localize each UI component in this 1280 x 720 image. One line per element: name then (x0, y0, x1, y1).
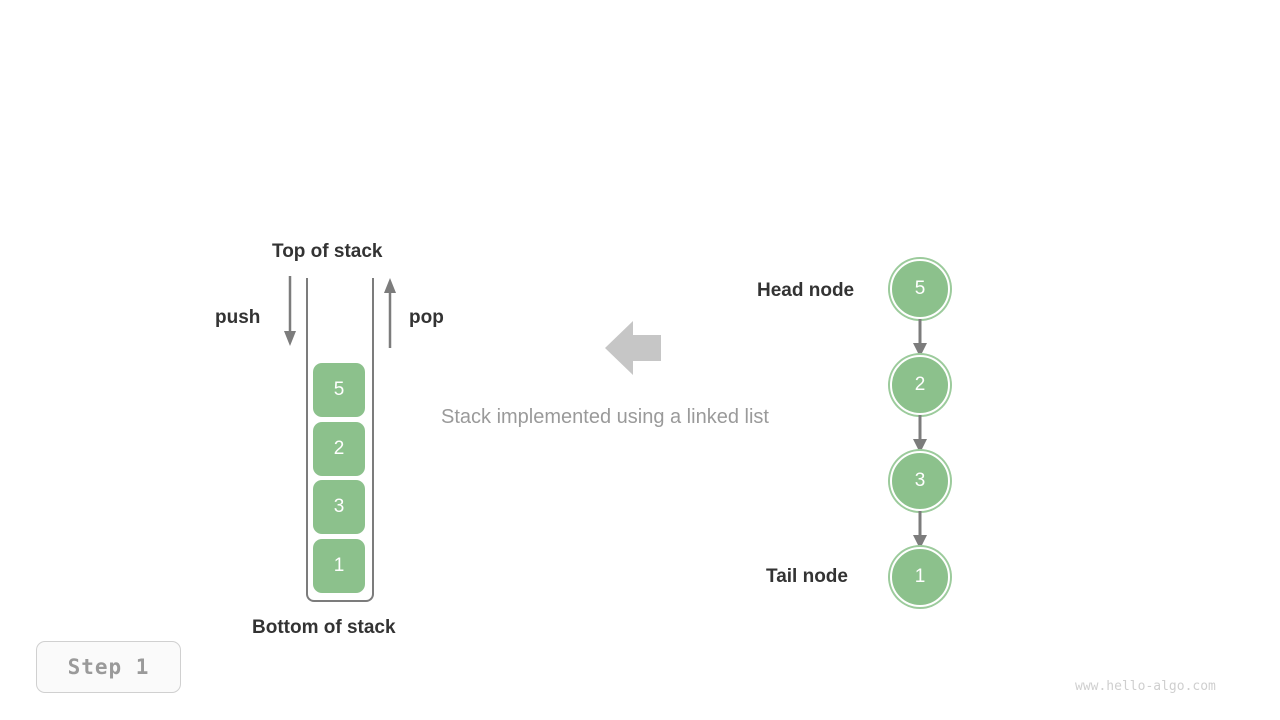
linked-list-node[interactable]: 1 (890, 547, 950, 607)
stack-cell[interactable]: 2 (313, 422, 365, 476)
linked-list-node[interactable]: 3 (890, 451, 950, 511)
link-arrow-down-icon (913, 415, 927, 453)
step-badge: Step 1 (36, 641, 181, 693)
top-of-stack-label: Top of stack (272, 241, 383, 262)
head-node-label: Head node (757, 280, 855, 301)
link-arrow-down-icon (913, 511, 927, 549)
pop-arrow-up-icon (384, 278, 396, 348)
linked-list-node-value: 1 (914, 566, 926, 587)
linked-list-node[interactable]: 5 (890, 259, 950, 319)
watermark: www.hello-algo.com (1075, 679, 1216, 694)
transform-arrow-left-block-icon (605, 321, 661, 375)
stack-cell-value: 5 (333, 379, 345, 400)
linked-list-node-value: 3 (914, 470, 926, 491)
stack-cell[interactable]: 3 (313, 480, 365, 534)
pop-label: pop (409, 307, 444, 328)
stack-cell-value: 1 (333, 555, 345, 576)
push-label: push (215, 307, 261, 328)
figure-caption: Stack implemented using a linked list (441, 406, 769, 428)
linked-list-node-value: 2 (914, 374, 926, 395)
stack-cell-value: 2 (333, 438, 345, 459)
stack-cell[interactable]: 1 (313, 539, 365, 593)
stack-container (306, 278, 374, 602)
linked-list-node[interactable]: 2 (890, 355, 950, 415)
tail-node-label: Tail node (766, 566, 848, 587)
link-arrow-down-icon (913, 319, 927, 357)
linked-list-node-value: 5 (914, 278, 926, 299)
push-arrow-down-icon (284, 276, 296, 346)
bottom-of-stack-label: Bottom of stack (252, 617, 396, 638)
stack-cell-value: 3 (333, 496, 345, 517)
step-badge-label: Step 1 (67, 655, 150, 679)
stack-cell[interactable]: 5 (313, 363, 365, 417)
